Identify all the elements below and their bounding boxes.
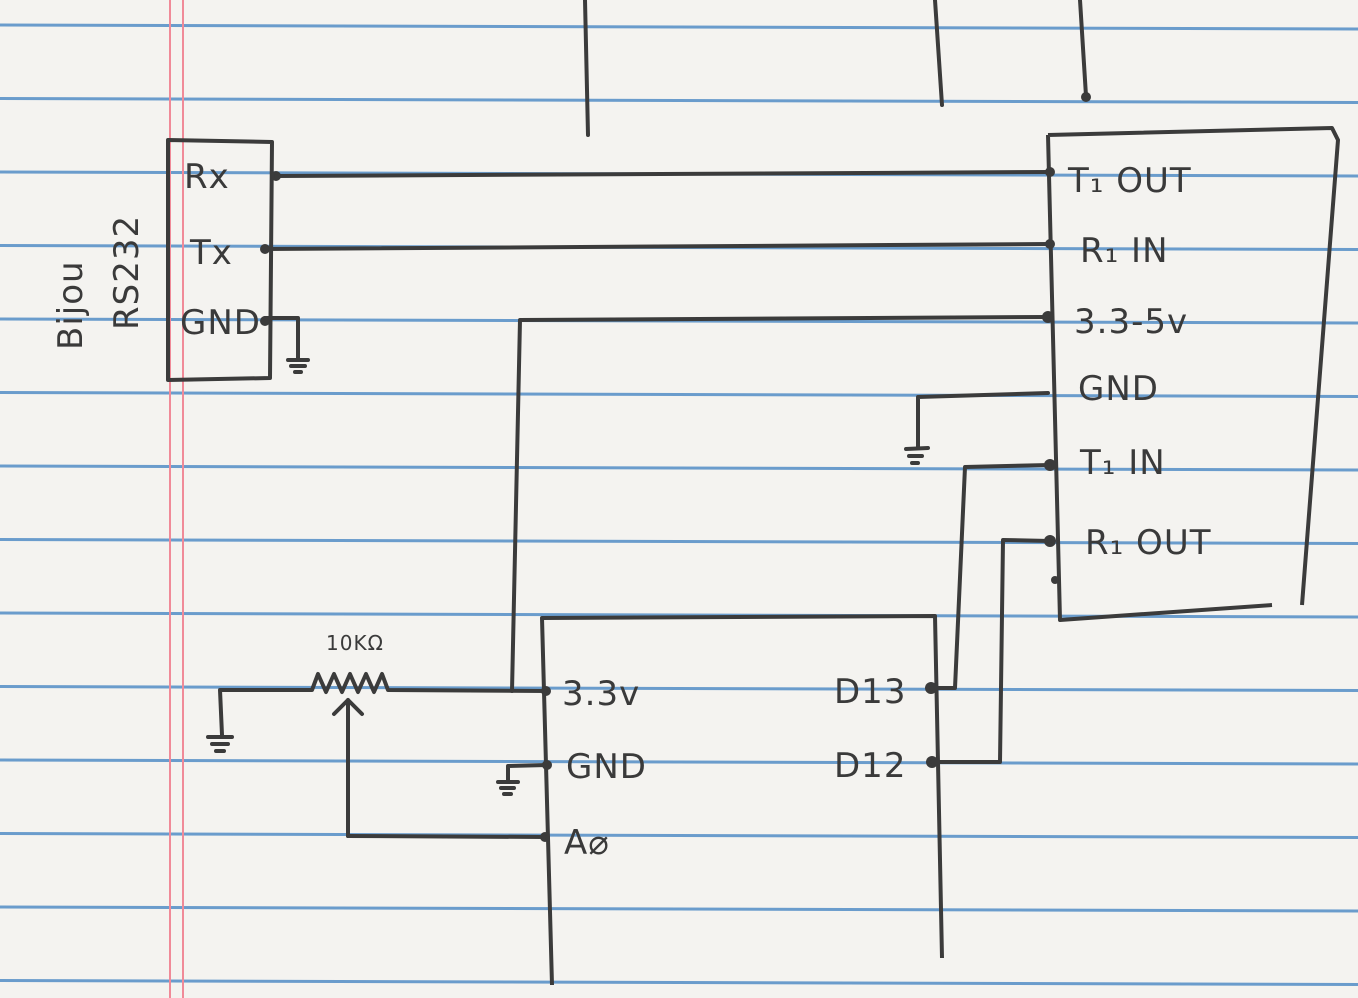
rs232-pin-tx: Tx (189, 233, 233, 273)
transceiver-pin-t1in: T₁ IN (1079, 443, 1166, 483)
offpage-wire (1078, 0, 1088, 98)
ruled-line (0, 832, 1358, 839)
ruled-line (0, 23, 1358, 31)
offpage-wires (583, 0, 1091, 137)
microcontroller-outline (540, 614, 944, 986)
ruled-line (0, 538, 1358, 545)
ruled-line (0, 685, 1358, 692)
transceiver-pin-t1out: T₁ OUT (1067, 161, 1192, 201)
transceiver-pin-vcc: 3.3-5v (1074, 302, 1188, 342)
ground-symbol (206, 735, 234, 753)
rs232-pin-gnd: GND (180, 303, 261, 343)
ruled-line (0, 979, 1358, 986)
microcontroller: 3.3v GND A⌀ D13 D12 (540, 614, 944, 986)
transceiver-pin-r1in: R₁ IN (1080, 231, 1169, 271)
ruled-line (0, 464, 1358, 472)
potentiometer-body (218, 672, 548, 737)
offpage-wire (583, 0, 590, 137)
mcu-pin-3v3: 3.3v (562, 674, 640, 714)
rs232-module: Bijou RS232 Rx Tx GND (51, 138, 281, 382)
wire-3v3-vcc (510, 315, 1050, 693)
ruled-line (0, 758, 1358, 766)
wire-d13-t1in (929, 463, 1052, 690)
mcu-pin-d12: D12 (834, 746, 906, 786)
potentiometer-value-label: 10KΩ (326, 631, 384, 655)
wire-rx-t1out (274, 170, 1052, 178)
rs232-module-name: RS232 (107, 215, 147, 330)
pin-dot (1051, 576, 1059, 584)
connections (263, 170, 1052, 764)
ruled-line (0, 905, 1358, 913)
mcu-pin-gnd: GND (566, 747, 647, 787)
potentiometer: 10KΩ (206, 631, 548, 839)
wire-tx-r1in (263, 242, 1052, 251)
rs232-module-box (166, 138, 274, 382)
ruled-line (0, 97, 1358, 104)
potentiometer-wiper (332, 698, 364, 838)
transceiver-pin-gnd: GND (1078, 369, 1159, 409)
mcu-pin-d13: D13 (834, 672, 906, 712)
ground-symbol (904, 391, 1050, 465)
transceiver-module-box (1046, 126, 1340, 622)
offpage-wire (933, 0, 944, 107)
ground-symbol (263, 316, 310, 374)
rs232-module-name: Bijou (51, 260, 91, 350)
transceiver-module: T₁ OUT R₁ IN 3.3-5v GND T₁ IN R₁ OUT (1042, 126, 1340, 622)
wire-d12-r1out (930, 538, 1052, 764)
transceiver-pin-r1out: R₁ OUT (1085, 523, 1211, 563)
ground-symbol (496, 763, 549, 796)
junction-dot (1081, 92, 1091, 102)
rs232-pin-rx: Rx (184, 157, 230, 197)
mcu-pin-a0: A⌀ (564, 823, 610, 863)
ruled-line (0, 391, 1358, 398)
